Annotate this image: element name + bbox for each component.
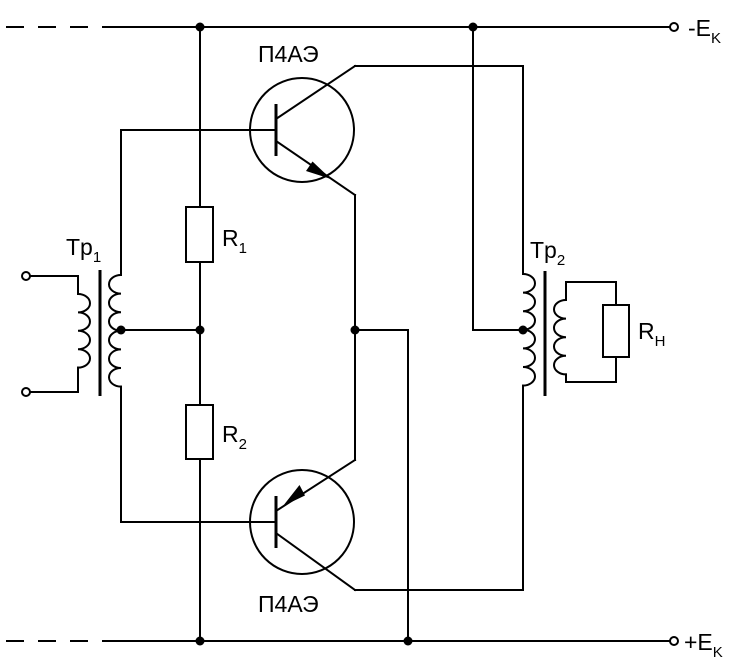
resistor-r2 [185, 404, 214, 460]
positive-supply-label: +EK [684, 629, 723, 661]
emitter-line [350, 194, 413, 646]
r1-label: R1 [222, 225, 247, 257]
positive-supply-terminal [669, 636, 679, 646]
tr2-label: Tp2 [530, 237, 565, 269]
junction [116, 325, 126, 335]
negative-supply-label: -EK [688, 15, 721, 47]
negative-supply-rail [6, 22, 679, 32]
junction [350, 325, 360, 335]
transistor-bottom [120, 458, 524, 592]
top-transistor-label: П4АЭ [258, 41, 319, 67]
transformer-tr2 [472, 26, 617, 591]
bottom-transistor-label: П4АЭ [258, 591, 319, 617]
input-terminal-bottom [21, 387, 31, 397]
junction [195, 636, 205, 646]
negative-supply-terminal [669, 22, 679, 32]
junction [518, 325, 528, 335]
input-terminal-top [21, 271, 31, 281]
junction [403, 636, 413, 646]
positive-supply-rail [6, 636, 679, 646]
load-resistor [602, 304, 630, 358]
tr1-label: Tp1 [66, 234, 101, 266]
resistor-r1 [185, 206, 214, 263]
transistor-top [120, 64, 524, 197]
junction [195, 22, 205, 32]
transformer-tr1 [21, 129, 205, 523]
load-label: RH [638, 318, 665, 350]
r2-label: R2 [222, 421, 247, 453]
junction [468, 22, 478, 32]
junction [195, 325, 205, 335]
